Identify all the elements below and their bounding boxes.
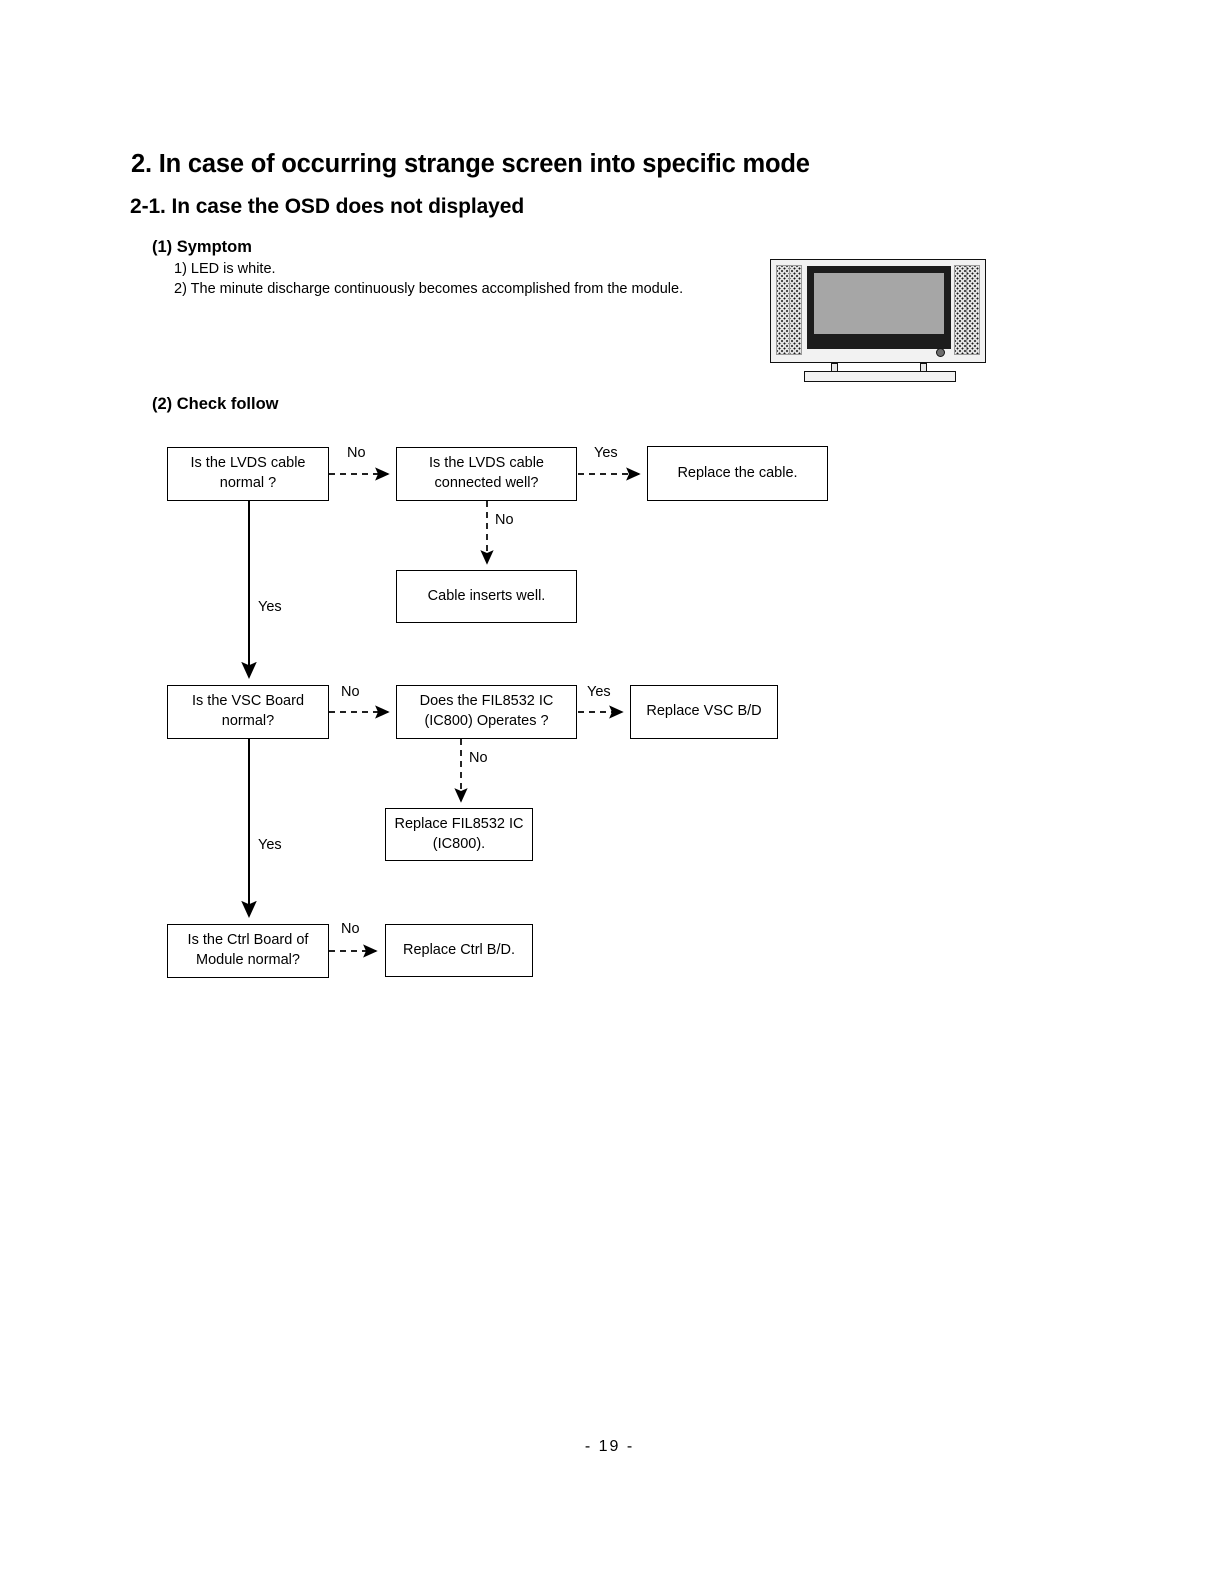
node-line: Is the Ctrl Board of [187, 932, 309, 949]
speaker-grille-right-icon [954, 265, 980, 355]
check-follow-heading: (2) Check follow [152, 395, 279, 413]
node-line: (IC800) Operates ? [424, 713, 549, 729]
edge-label-yes-3: Yes [587, 684, 611, 700]
flowchart-node-vsc-board-normal[interactable]: Is the VSC Board normal? [167, 685, 329, 739]
flowchart-node-lvds-normal[interactable]: Is the LVDS cable normal ? [167, 447, 329, 501]
node-line: Replace FIL8532 IC [394, 815, 524, 832]
tv-screen-frame [807, 266, 951, 349]
edge-label-yes-2: Yes [258, 599, 282, 615]
edge-label-no-1: No [347, 445, 366, 461]
symptom-item-1: 1) LED is white. [174, 261, 276, 277]
edge-label-no-4: No [469, 750, 488, 766]
edge-label-yes-4: Yes [258, 837, 282, 853]
node-line: Is the LVDS cable [429, 455, 544, 472]
section-heading: 2. In case of occurring strange screen i… [131, 150, 810, 178]
edge-label-no-5: No [341, 921, 360, 937]
flowchart-node-fil8532-operates[interactable]: Does the FIL8532 IC (IC800) Operates ? [396, 685, 577, 739]
edge-label-no-3: No [341, 684, 360, 700]
flowchart-node-replace-ctrl-bd[interactable]: Replace Ctrl B/D. [385, 924, 533, 977]
flowchart-node-lvds-connected[interactable]: Is the LVDS cable connected well? [396, 447, 577, 501]
node-line: Does the FIL8532 IC [419, 693, 554, 710]
node-line: (IC800). [432, 835, 486, 852]
symptom-item-2: 2) The minute discharge continuously bec… [174, 281, 684, 297]
speaker-grille-divider-right [966, 265, 967, 355]
flowchart-node-ctrl-board-normal[interactable]: Is the Ctrl Board of Module normal? [167, 924, 329, 978]
node-line: Replace VSC B/D [646, 703, 762, 720]
tv-illustration [770, 259, 990, 382]
node-line: Module normal? [196, 952, 300, 968]
node-line: Is the VSC Board [191, 693, 305, 710]
edge-label-yes-1: Yes [594, 445, 618, 461]
node-line: Cable inserts well. [427, 587, 546, 604]
tv-stand-base [804, 371, 956, 382]
node-line: Replace Ctrl B/D. [402, 941, 515, 958]
speaker-grille-divider-left [789, 265, 790, 355]
subsection-heading: 2-1. In case the OSD does not displayed [130, 195, 525, 218]
node-line: Is the LVDS cable [190, 455, 306, 472]
node-line: Replace the cable. [677, 464, 798, 481]
edge-label-no-2: No [495, 512, 514, 528]
tv-screen [814, 273, 944, 334]
flowchart-node-replace-cable[interactable]: Replace the cable. [647, 446, 828, 501]
page-number: - 19 - [584, 1438, 635, 1455]
tv-bezel [770, 259, 986, 363]
node-line: normal? [221, 713, 275, 729]
flowchart-node-replace-vsc-bd[interactable]: Replace VSC B/D [630, 685, 778, 739]
symptom-heading: (1) Symptom [152, 238, 252, 256]
flowchart-node-replace-fil8532[interactable]: Replace FIL8532 IC (IC800). [385, 808, 533, 861]
node-line: connected well? [434, 475, 539, 491]
node-line: normal ? [219, 475, 277, 491]
power-led-icon [936, 348, 945, 357]
flowchart-node-cable-inserts-well[interactable]: Cable inserts well. [396, 570, 577, 623]
